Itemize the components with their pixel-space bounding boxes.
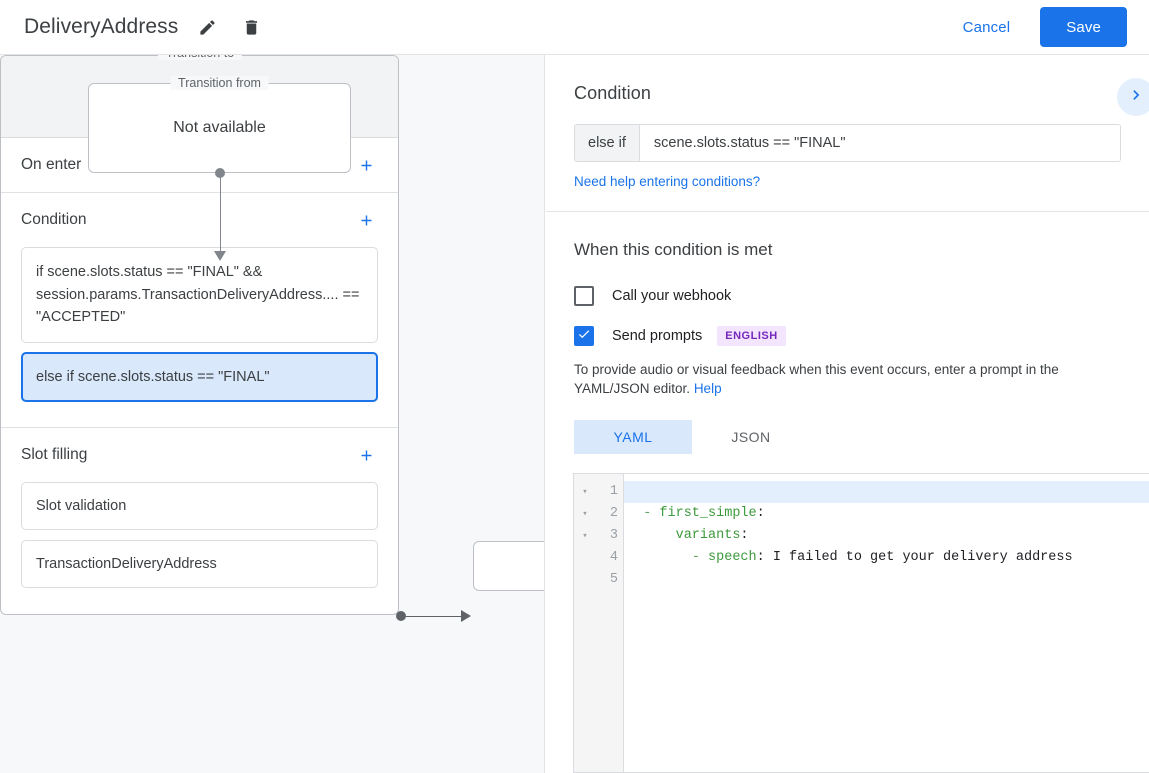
add-slot-button[interactable] <box>354 443 378 467</box>
tab-yaml[interactable]: YAML <box>574 420 692 454</box>
chevron-right-icon <box>1126 85 1146 110</box>
condition-out-line <box>406 615 462 617</box>
plus-icon <box>358 447 375 464</box>
language-badge: ENGLISH <box>717 326 786 346</box>
expand-panel-button[interactable] <box>1117 78 1149 116</box>
call-webhook-label: Call your webhook <box>612 288 732 304</box>
line-number: 1 <box>609 484 618 499</box>
transition-to-legend: Transition to <box>157 55 243 60</box>
code-line[interactable]: - first_simple: <box>643 506 765 521</box>
line-number: 5 <box>609 572 618 587</box>
section-condition-title: Condition <box>21 211 87 228</box>
delete-button[interactable] <box>236 12 266 42</box>
section-condition-head: Condition <box>21 193 378 247</box>
fold-arrow-icon[interactable]: ▾ <box>582 509 588 519</box>
transition-from-legend: Transition from <box>170 76 269 90</box>
fold-arrow-icon <box>574 547 596 569</box>
line-number: 4 <box>609 550 618 565</box>
list-item[interactable]: Slot validation <box>21 482 378 530</box>
tab-json[interactable]: JSON <box>731 429 771 445</box>
editor-format-tabs: YAML JSON <box>574 420 1121 454</box>
edit-pencil-button[interactable] <box>192 12 222 42</box>
condition-out-arrow-icon <box>461 610 471 622</box>
condition-input[interactable] <box>639 125 1120 161</box>
condition-section: Condition else if Need help entering con… <box>546 55 1149 211</box>
scene-graph-panel: Transition from Not available Transition… <box>0 55 545 773</box>
prompt-help-sentence: To provide audio or visual feedback when… <box>574 362 1059 396</box>
prompt-help-text: To provide audio or visual feedback when… <box>574 360 1121 398</box>
page-title: DeliveryAddress <box>24 15 179 38</box>
editor-code-area[interactable]: candidates: - first_simple: variants: - … <box>624 474 1149 772</box>
checkmark-icon <box>577 327 591 346</box>
section-on-enter: On enter <box>1 138 398 193</box>
section-on-enter-title: On enter <box>21 156 82 173</box>
cancel-button[interactable]: Cancel <box>951 11 1023 44</box>
webhook-row[interactable]: Call your webhook <box>574 286 1121 306</box>
condition-out-port <box>396 611 406 621</box>
section-slot-filling: Slot filling Slot validation Transaction… <box>1 428 398 614</box>
fold-arrow-icon <box>574 569 596 591</box>
editor-line-numbers: 1 2 3 4 5 <box>596 474 624 772</box>
when-condition-met-section: When this condition is met Call your web… <box>546 212 1149 454</box>
code-line[interactable] <box>624 569 1149 591</box>
connector-line <box>219 173 221 255</box>
prompt-help-link[interactable]: Help <box>693 381 722 396</box>
send-prompts-row[interactable]: Send prompts ENGLISH <box>574 326 1121 346</box>
send-prompts-checkbox[interactable] <box>574 326 594 346</box>
section-on-enter-head: On enter <box>21 138 378 192</box>
trash-icon <box>242 18 261 37</box>
transition-from-value: Not available <box>173 119 266 136</box>
send-prompts-label: Send prompts <box>612 328 703 344</box>
when-met-title: When this condition is met <box>574 240 773 259</box>
target-node-card[interactable] <box>473 541 544 591</box>
condition-section-title: Condition <box>574 83 651 103</box>
section-divider <box>546 211 1149 212</box>
plus-icon <box>358 157 375 174</box>
condition-prefix-label: else if <box>575 125 640 161</box>
code-line[interactable]: - speech: I failed to get your delivery … <box>691 550 1073 565</box>
save-button[interactable]: Save <box>1040 7 1127 47</box>
condition-item-selected[interactable]: else if scene.slots.status == "FINAL" <box>21 351 378 402</box>
fold-arrow-icon[interactable]: ▾ <box>582 487 588 497</box>
connector-arrow-icon <box>214 251 226 261</box>
line-number: 2 <box>609 506 618 521</box>
call-webhook-checkbox[interactable] <box>574 286 594 306</box>
plus-icon <box>358 212 375 229</box>
top-app-bar: DeliveryAddress Cancel Save <box>0 0 1149 55</box>
section-condition: Condition if scene.slots.status == "FINA… <box>1 193 398 428</box>
condition-item[interactable]: if scene.slots.status == "FINAL" && sess… <box>21 247 378 343</box>
line-number: 3 <box>609 528 618 543</box>
list-item[interactable]: TransactionDeliveryAddress <box>21 540 378 588</box>
editor-fold-column: ▾ ▾ ▾ <box>574 474 596 772</box>
code-line[interactable]: variants: <box>675 528 749 543</box>
add-on-enter-button[interactable] <box>354 153 378 177</box>
section-slot-filling-head: Slot filling <box>21 428 378 482</box>
condition-help-link[interactable]: Need help entering conditions? <box>574 174 761 189</box>
yaml-code-editor[interactable]: ▾ ▾ ▾ 1 2 3 4 5 candidates: - first_simp… <box>573 473 1149 773</box>
transition-from-card[interactable]: Transition from Not available <box>88 76 351 173</box>
fold-arrow-icon[interactable]: ▾ <box>582 531 588 541</box>
add-condition-button[interactable] <box>354 208 378 232</box>
condition-editor-row: else if <box>574 124 1121 162</box>
active-line-highlight <box>624 481 1149 503</box>
section-slot-filling-title: Slot filling <box>21 446 88 463</box>
pencil-icon <box>198 18 217 37</box>
